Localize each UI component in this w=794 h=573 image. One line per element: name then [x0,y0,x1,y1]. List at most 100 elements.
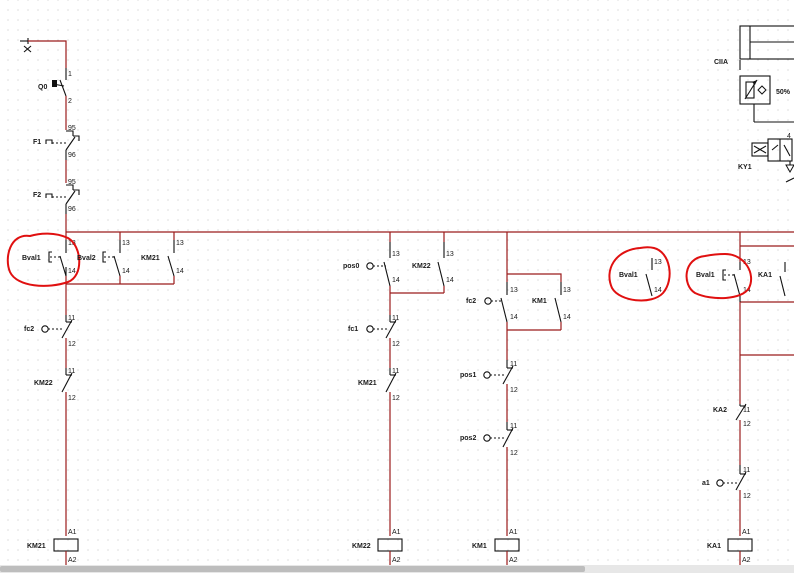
svg-text:A1: A1 [742,529,751,536]
svg-text:fc2: fc2 [466,298,476,305]
svg-text:14: 14 [446,277,454,284]
contact-km22-nc[interactable]: KM22 11 12 [34,368,76,536]
sensor-a1[interactable]: a1 11 12 [702,465,751,536]
svg-text:KA1: KA1 [707,543,721,550]
svg-text:A2: A2 [392,557,401,564]
svg-text:fc2: fc2 [24,326,34,333]
svg-text:KY1: KY1 [738,164,752,171]
coil-km1[interactable]: KM1 A1 A2 [472,529,520,565]
svg-text:12: 12 [510,450,518,457]
svg-text:13: 13 [176,240,184,247]
svg-text:KM22: KM22 [352,543,371,550]
svg-text:Bval1: Bval1 [22,255,41,262]
overload-f1[interactable]: F1 95 96 [33,96,80,160]
horizontal-scrollbar-thumb[interactable] [0,566,585,572]
svg-text:95: 95 [68,125,76,132]
limit-switch-fc2-r3[interactable]: fc2 13 14 [466,282,518,323]
svg-text:KM1: KM1 [532,298,547,305]
svg-text:4: 4 [787,133,791,140]
svg-text:2: 2 [68,98,72,105]
svg-text:14: 14 [122,268,130,275]
pushbutton-pos0[interactable]: pos0 13 14 [343,242,400,287]
pushbutton-bval1-a[interactable]: Bval1 13 14 [22,240,76,277]
pushbutton-bval2[interactable]: Bval2 13 14 [77,240,130,277]
svg-text:50%: 50% [776,89,791,96]
switch-pos1[interactable]: pos1 11 12 [460,360,518,422]
svg-text:KM22: KM22 [34,380,53,387]
coil-km22[interactable]: KM22 A1 A2 [352,529,403,565]
flow-valve[interactable]: 50% [739,75,794,123]
svg-text:KM22: KM22 [412,263,431,270]
rung-ka1 [739,232,794,404]
svg-text:Bval2: Bval2 [77,255,96,262]
svg-text:11: 11 [510,361,517,368]
svg-text:pos2: pos2 [460,435,476,442]
contact-km1-hold[interactable]: KM1 13 14 [532,282,571,323]
svg-text:A2: A2 [68,557,77,564]
svg-text:14: 14 [68,268,76,275]
svg-text:fc1: fc1 [348,326,358,333]
svg-text:96: 96 [68,206,76,213]
solenoid-valve-ky1[interactable]: KY1 4 [738,133,794,183]
breaker-q0[interactable]: Q0 1 2 [38,68,72,105]
svg-text:12: 12 [392,341,400,348]
overload-f2-label: F2 [33,192,41,199]
svg-text:14: 14 [654,287,662,294]
highlight-circle-3 [685,252,753,300]
overload-f1-label: F1 [33,139,41,146]
svg-text:A1: A1 [392,529,401,536]
limit-switch-fc1[interactable]: fc1 11 12 [348,315,400,368]
contact-ka2-nc[interactable]: KA2 11 12 [713,403,751,465]
switch-pos2[interactable]: pos2 11 12 [460,422,518,536]
highlight-circle-2 [608,246,671,302]
svg-text:pos1: pos1 [460,372,476,379]
svg-text:KA1: KA1 [758,272,772,279]
svg-text:pos0: pos0 [343,263,359,270]
svg-text:Bval1: Bval1 [696,272,715,279]
svg-text:11: 11 [392,315,399,322]
svg-text:A1: A1 [509,529,518,536]
svg-text:12: 12 [68,395,76,402]
svg-text:KA2: KA2 [713,407,727,414]
limit-switch-fc2-r1[interactable]: fc2 11 12 [24,315,76,368]
svg-text:12: 12 [743,493,751,500]
cylinder-ciia[interactable]: CIIA [714,25,794,70]
svg-text:13: 13 [446,251,454,258]
svg-text:CIIA: CIIA [714,59,728,66]
rung-km1 [506,232,562,360]
svg-text:13: 13 [122,240,130,247]
svg-text:11: 11 [68,368,75,375]
contact-km22-hold[interactable]: KM22 13 14 [412,242,454,287]
svg-text:Bval1: Bval1 [619,272,638,279]
coil-km21[interactable]: KM21 A1 A2 [27,529,79,565]
coil-ka1[interactable]: KA1 A1 A2 [707,529,753,565]
svg-text:12: 12 [743,421,751,428]
svg-text:12: 12 [510,387,518,394]
svg-text:KM21: KM21 [141,255,160,262]
supply-terminal [20,38,67,68]
contact-km21-hold[interactable]: KM21 13 14 [141,240,184,277]
svg-text:13: 13 [510,287,518,294]
contact-km21-nc[interactable]: KM21 11 12 [358,368,400,536]
svg-text:A2: A2 [742,557,751,564]
svg-text:KM1: KM1 [472,543,487,550]
svg-text:11: 11 [743,467,750,474]
svg-text:14: 14 [392,277,400,284]
svg-text:12: 12 [68,341,76,348]
rung-km22 [389,232,445,315]
svg-text:KM21: KM21 [358,380,377,387]
svg-text:13: 13 [563,287,571,294]
pushbutton-bval1-b[interactable]: Bval1 13 14 [619,258,662,297]
svg-text:11: 11 [68,315,75,322]
svg-text:A2: A2 [509,557,518,564]
svg-text:11: 11 [510,423,517,430]
breaker-q0-label: Q0 [38,84,47,91]
highlight-circle-1 [6,232,81,287]
svg-text:96: 96 [68,152,76,159]
svg-text:a1: a1 [702,480,710,487]
contact-ka1-hold[interactable]: KA1 [758,262,786,297]
svg-text:12: 12 [392,395,400,402]
overload-f2[interactable]: F2 95 96 [33,160,80,214]
